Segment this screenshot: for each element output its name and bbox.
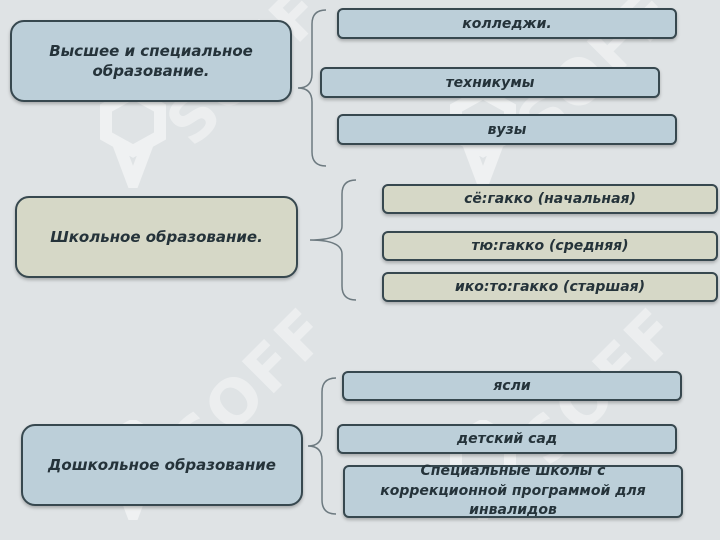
item-elementary-school: сё:гакко (начальная)	[382, 184, 718, 214]
category-preschool-education: Дошкольное образование	[21, 424, 303, 506]
item-middle-school: тю:гакко (средняя)	[382, 231, 718, 261]
item-colleges: колледжи.	[337, 8, 677, 39]
item-high-school: ико:то:гакко (старшая)	[382, 272, 718, 302]
bracket-school	[309, 179, 357, 301]
item-nursery: ясли	[342, 371, 682, 401]
item-technical-schools: техникумы	[320, 67, 660, 98]
item-kindergarten: детский сад	[337, 424, 677, 454]
bracket-preschool	[307, 377, 337, 515]
item-universities: вузы	[337, 114, 677, 145]
bracket-higher	[297, 9, 327, 167]
category-higher-education: Высшее и специальное образование.	[10, 20, 292, 102]
item-special-schools: Специальные школы с коррекционной програ…	[343, 463, 683, 518]
category-school-education: Школьное образование.	[15, 196, 298, 278]
